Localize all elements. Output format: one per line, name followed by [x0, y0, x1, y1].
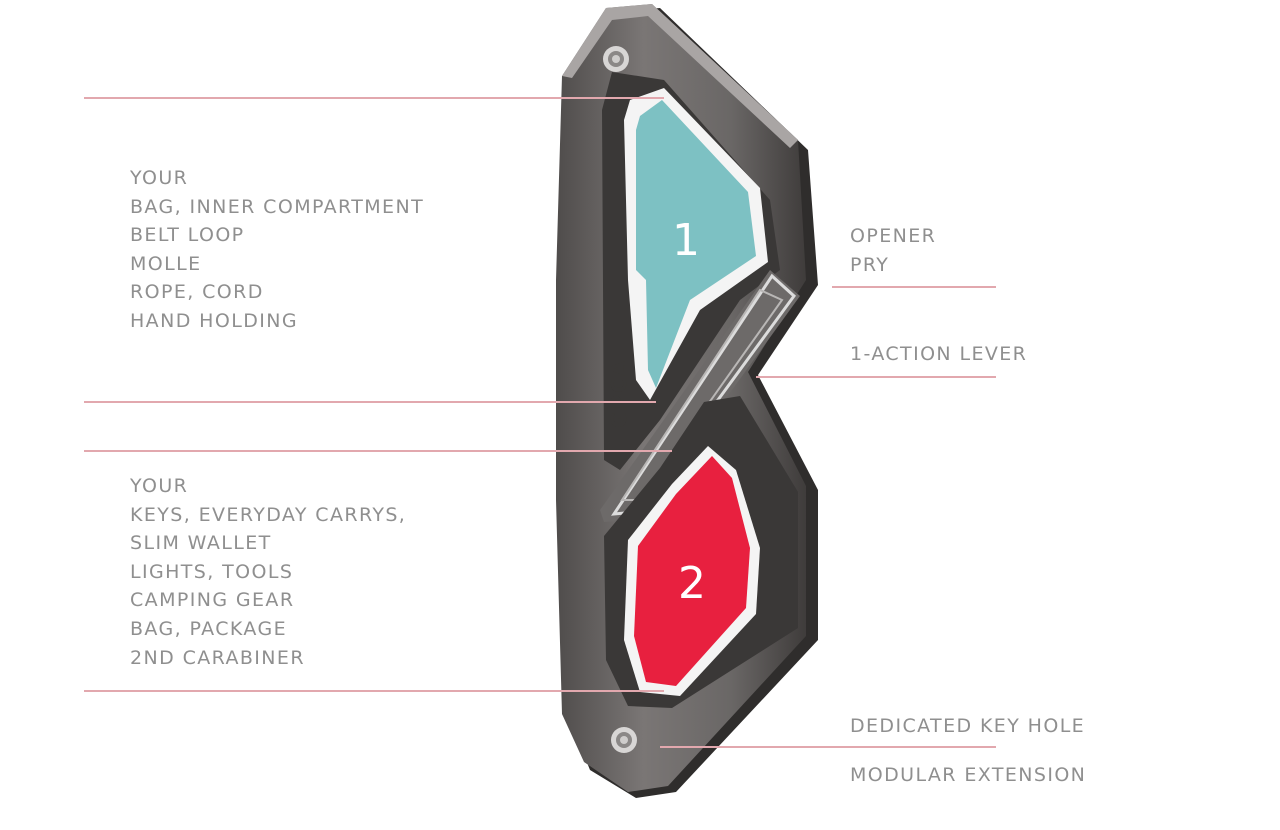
brand-mark: GPCA	[607, 359, 631, 428]
carry-line: KEYS, EVERYDAY CARRYS,	[130, 503, 407, 526]
carry-line: BAG, PACKAGE	[130, 617, 287, 640]
carry-line: SLIM WALLET	[130, 532, 272, 555]
pry-line: PRY	[850, 253, 890, 276]
carry-line: LIGHTS, TOOLS	[130, 560, 294, 583]
leader-line-mid-left-1	[84, 401, 656, 403]
attach-targets-list: YOUR BAG, INNER COMPARTMENT BELT LOOP MO…	[130, 164, 424, 336]
leader-line-keyhole	[660, 746, 996, 748]
attach-line: MOLLE	[130, 252, 202, 275]
keyhole-label: DEDICATED KEY HOLE	[850, 715, 1086, 737]
leader-line-mid-left-2	[84, 450, 672, 452]
bottom-rivet-icon	[611, 727, 637, 753]
leader-line-top-left	[84, 97, 664, 99]
carry-line: 2ND CARABINER	[130, 646, 305, 669]
top-rivet-icon	[603, 46, 629, 72]
attach-line: ROPE, CORD	[130, 281, 264, 304]
compartment-2	[634, 456, 750, 686]
attach-line: BELT LOOP	[130, 224, 245, 247]
attach-line: YOUR	[130, 167, 189, 189]
attach-line: HAND HOLDING	[130, 309, 298, 332]
modular-label: MODULAR EXTENSION	[850, 764, 1087, 786]
opener-line: OPENER	[850, 225, 937, 247]
lever-label: 1-ACTION LEVER	[850, 343, 1028, 365]
carry-line: CAMPING GEAR	[130, 589, 295, 612]
attach-line: BAG, INNER COMPARTMENT	[130, 195, 425, 218]
top-bevel	[562, 4, 798, 148]
opener-label: OPENER PRY	[850, 222, 936, 279]
compartment-1-number: 1	[672, 215, 700, 266]
carry-items-list: YOUR KEYS, EVERYDAY CARRYS, SLIM WALLET …	[130, 472, 406, 672]
leader-line-opener	[832, 286, 996, 288]
leader-line-bottom-left	[84, 690, 664, 692]
carry-line: YOUR	[130, 475, 189, 497]
compartment-1	[636, 100, 756, 388]
leader-line-lever	[756, 376, 996, 378]
compartment-2-number: 2	[678, 558, 706, 609]
